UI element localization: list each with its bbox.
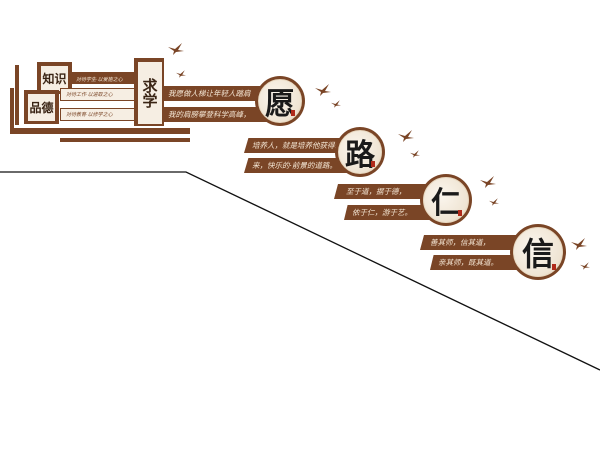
flying-bird-icon (489, 198, 499, 206)
decor-stripe (15, 65, 19, 125)
box-virtue: 品德 (27, 93, 56, 122)
circle-faith: 信 (510, 224, 566, 280)
circle-wish-char: 愿 (265, 87, 295, 122)
seal-icon (552, 264, 556, 270)
box-knowledge-label: 知识 (42, 72, 67, 86)
plank-6-text: 依于仁，游于艺。 (352, 207, 412, 217)
flying-bird-icon (168, 43, 184, 55)
plank-5: 至于道，据于德， (334, 184, 434, 199)
flying-bird-icon (315, 84, 331, 96)
circle-faith-char: 信 (521, 235, 554, 273)
plank-7: 善其师，信其道， (420, 235, 520, 250)
flying-bird-icon (331, 100, 341, 108)
plank-3: 培养人，就是培养他获得未 (244, 138, 354, 153)
decor-stripe (10, 88, 14, 130)
flying-bird-icon (571, 238, 587, 250)
flying-bird-icon (176, 70, 186, 78)
seeking-label: 求学 (140, 78, 159, 108)
plank-2-text: 我的肩膀攀登科学高峰， (168, 109, 251, 119)
plank-4-text: 来，快乐的·前景的道路。 (252, 160, 337, 170)
plank-8-text: 亲其师，既其道。 (438, 257, 498, 267)
plank-1: 我愿做人梯让年轻人踏肩 (162, 86, 274, 101)
plank-4: 来，快乐的·前景的道路。 (244, 158, 354, 173)
flying-bird-icon (580, 262, 590, 270)
box-virtue-label: 品德 (29, 101, 54, 115)
seal-icon (291, 110, 295, 116)
flying-bird-icon (398, 130, 414, 142)
plank-3-text: 培养人，就是培养他获得未 (252, 140, 342, 150)
plank-8: 亲其师，既其道。 (430, 255, 520, 270)
text-strip-line: 对待教育·以修学之心 (66, 112, 113, 118)
circle-road-face (338, 130, 382, 174)
circle-benevolence: 仁 (420, 174, 472, 226)
plank-2: 我的肩膀攀登科学高峰， (162, 107, 274, 122)
text-strip-line: 对待学生·以爱施之心 (76, 77, 123, 83)
circle-road: 路 (335, 127, 385, 177)
seeking-panel: 求学 (137, 61, 163, 125)
decor-base-bar (10, 128, 190, 134)
plank-6: 依于仁，游于艺。 (344, 205, 434, 220)
plank-1-text: 我愿做人梯让年轻人踏肩 (168, 88, 251, 98)
circle-wish: 愿 (255, 76, 305, 126)
circle-road-char: 路 (345, 138, 375, 173)
text-strip-line: 对待工作·以进取之心 (66, 92, 113, 98)
seal-icon (371, 161, 375, 167)
plank-5-text: 至于道，据于德， (346, 186, 406, 196)
box-knowledge: 知识 (40, 65, 69, 92)
seal-icon (458, 210, 462, 216)
text-strip (72, 72, 134, 84)
flying-bird-icon (410, 150, 420, 158)
decor-base-bar (60, 138, 190, 142)
flying-bird-icon (480, 176, 496, 188)
circle-benevolence-char: 仁 (431, 186, 461, 221)
plank-7-text: 善其师，信其道， (430, 237, 490, 247)
